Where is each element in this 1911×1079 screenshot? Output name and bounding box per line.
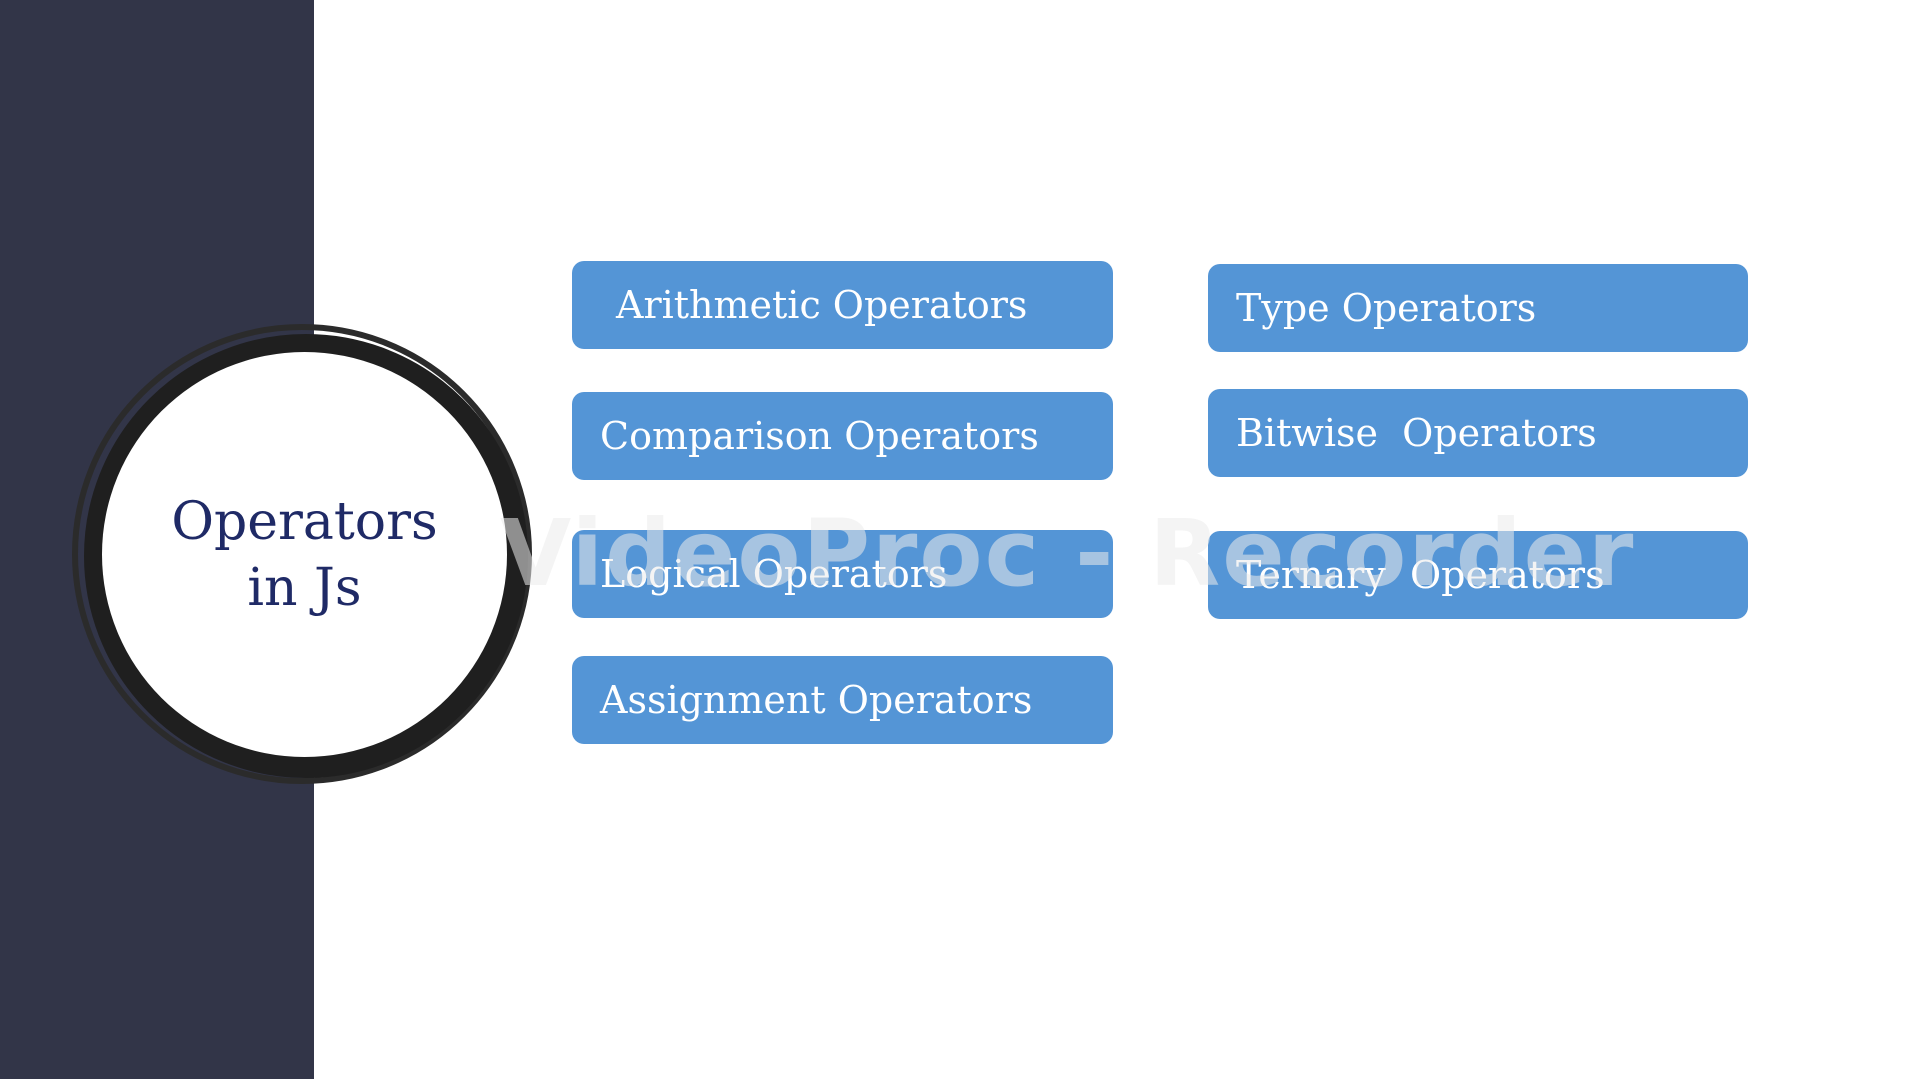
circle-outer-ring xyxy=(72,324,532,784)
arithmetic-operators-box: Arithmetic Operators xyxy=(572,261,1113,349)
logical-operators-box: Logical Operators xyxy=(572,530,1113,618)
assignment-operators-box: Assignment Operators xyxy=(572,656,1113,744)
title-line-1: Operators xyxy=(171,491,438,552)
ternary-operators-box: Ternary Operators xyxy=(1208,531,1748,619)
bitwise-operators-box: Bitwise Operators xyxy=(1208,389,1748,477)
type-operators-box: Type Operators xyxy=(1208,264,1748,352)
title-circle: Operators in Js xyxy=(102,352,507,757)
comparison-operators-box: Comparison Operators xyxy=(572,392,1113,480)
title-line-2: in Js xyxy=(247,557,362,618)
